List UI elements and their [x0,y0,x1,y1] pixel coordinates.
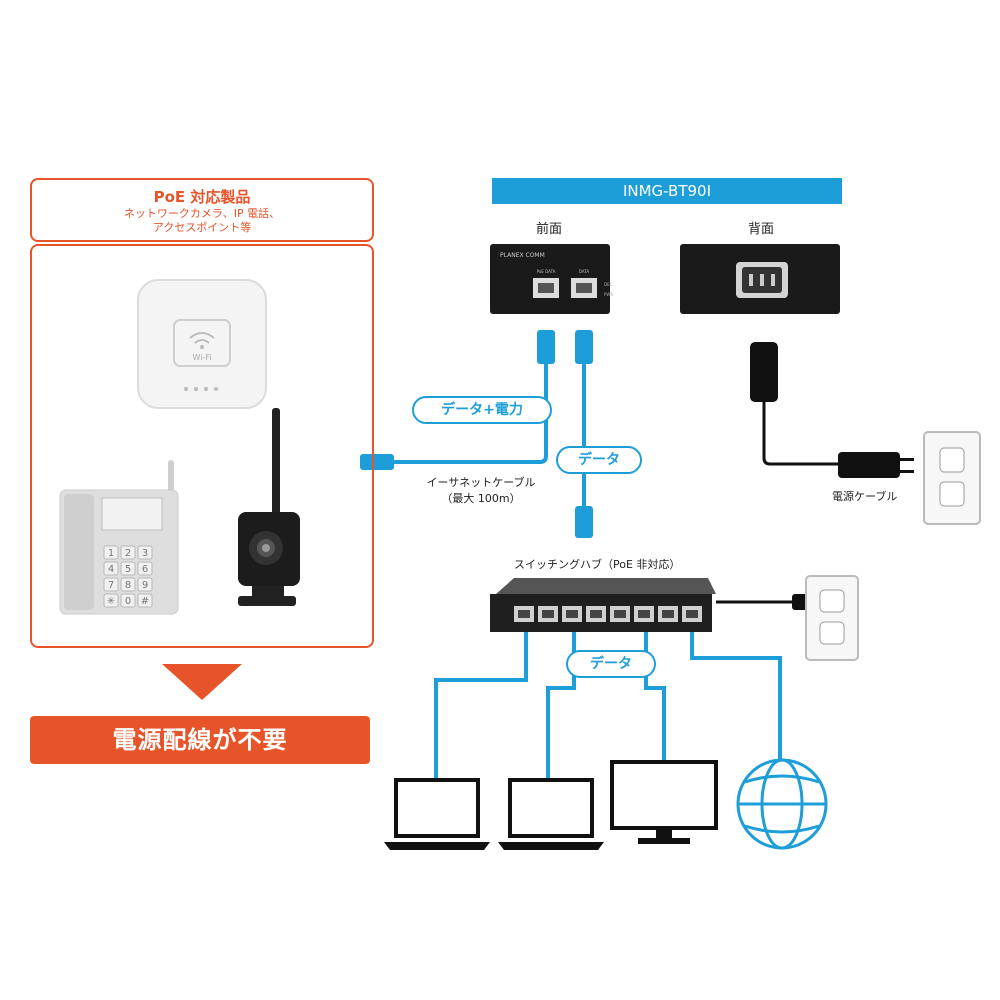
switch-port-socket [590,610,602,618]
phone-key [120,593,136,608]
ethernet-cable-line2: （最大 100m） [441,492,521,505]
phone-key-label: 7 [108,580,114,591]
poe-data-power-cable [390,360,548,464]
phone-key-label: 8 [125,580,131,591]
cable-connectors [360,330,593,538]
ethernet-cable-label: イーサネットケーブル （最大 100m） [416,474,546,506]
down-arrow-icon [162,664,242,700]
power-cable-label: 電源ケーブル [832,490,898,503]
poe-subtitle-line1: ネットワークカメラ、IP 電話、 [123,207,281,220]
led-label-dec: DEC [604,282,613,287]
poe-products-box [30,244,374,648]
cable-internet [690,628,782,760]
port-label-data: DATA [579,269,590,274]
network-camera-icon [238,408,300,606]
phone-key-label: 1 [108,548,114,559]
phone-key [103,577,119,592]
wifi-label: Wi-Fi [192,353,211,362]
phone-key [103,561,119,576]
poe-products-header: PoE 対応製品 ネットワークカメラ、IP 電話、 アクセスポイント等 [30,178,374,242]
brand-label: PLANEX COMM [500,252,545,259]
cable-laptop1 [434,628,528,790]
phone-key [120,577,136,592]
model-banner: INMG-BT90I [492,178,842,204]
cable-monitor [644,628,666,762]
phone-key-label: 3 [142,548,148,559]
phone-key [137,577,153,592]
laptop-icon-1 [384,778,490,850]
poe-injector-front: PLANEX COMM PoE DATA DATA DEC PWR [490,244,613,314]
data-power-pill: データ+電力 [412,396,552,424]
poe-injector-back [680,244,840,314]
poe-title: PoE 対応製品 [153,188,251,206]
switch-port-socket [638,610,650,618]
phone-key [137,545,153,560]
no-power-wiring-banner: 電源配線が不要 [30,716,370,764]
phone-key-label: 4 [108,564,114,575]
data-pill-upper: データ [556,446,642,474]
phone-key [137,561,153,576]
phone-key-label: 6 [142,564,148,575]
phone-key [120,561,136,576]
phone-key [103,545,119,560]
data-pill-lower: データ [566,650,656,678]
phone-key-label: 2 [125,548,131,559]
phone-key-label: # [141,596,149,607]
wall-outlet-icon [805,431,981,661]
ethernet-cable-line1: イーサネットケーブル [426,476,536,489]
poe-subtitle-line2: アクセスポイント等 [152,221,252,234]
led-label-pwr: PWR [604,292,613,297]
phone-key-label: ✳ [107,596,115,607]
switch-port-socket [566,610,578,618]
globe-icon [736,758,828,850]
laptop-icon-2 [498,778,604,850]
phone-key [120,545,136,560]
cables [390,360,782,790]
phone-key-label: 0 [125,596,131,607]
switch-port-socket [686,610,698,618]
phone-key-label: 9 [142,580,148,591]
phone-key [103,593,119,608]
port-label-poe: PoE DATA [537,269,556,274]
switch-hub-label: スイッチングハブ（PoE 非対応） [514,558,681,571]
switching-hub-icon [490,578,716,632]
back-label: 背面 [748,222,775,237]
phone-key [137,593,153,608]
power-cord [716,342,914,610]
switch-port-socket [662,610,674,618]
access-point-icon: Wi-Fi [137,279,267,409]
monitor-icon [610,760,718,844]
front-label: 前面 [536,222,563,237]
phone-key-label: 5 [125,564,131,575]
switch-port-socket [518,610,530,618]
switch-port-socket [614,610,626,618]
switch-port-socket [542,610,554,618]
